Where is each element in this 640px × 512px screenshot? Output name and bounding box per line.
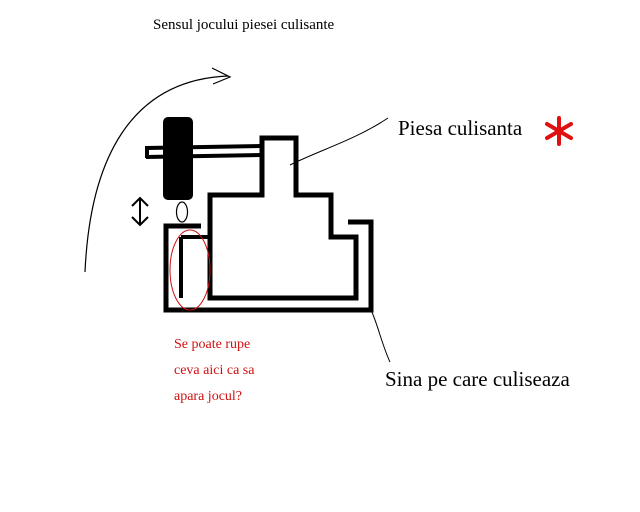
note-line-1: Se poate rupe	[174, 337, 251, 352]
rail-outline	[163, 219, 374, 313]
up-down-arrow-icon	[131, 196, 149, 227]
motion-direction-curve	[84, 75, 229, 273]
sliding-piece-leader	[289, 117, 389, 166]
direction-label: Sensul jocului piesei culisante	[153, 17, 335, 33]
gear-block	[163, 117, 193, 200]
sliding-piece-outline	[207, 135, 359, 301]
break-point-highlight	[169, 229, 211, 311]
rail-leader	[370, 309, 391, 363]
rail-label: Sina pe care culiseaza	[385, 367, 570, 391]
note-line-3: apara jocul?	[174, 389, 243, 404]
motion-arrowhead	[211, 67, 232, 85]
question-note: Se poate rupe ceva aici ca sa apara jocu…	[174, 332, 254, 410]
small-oval	[175, 201, 189, 223]
note-line-2: ceva aici ca sa	[174, 363, 255, 378]
sliding-piece-label: Piesa culisanta	[398, 116, 523, 140]
red-asterisk-icon	[545, 116, 573, 146]
